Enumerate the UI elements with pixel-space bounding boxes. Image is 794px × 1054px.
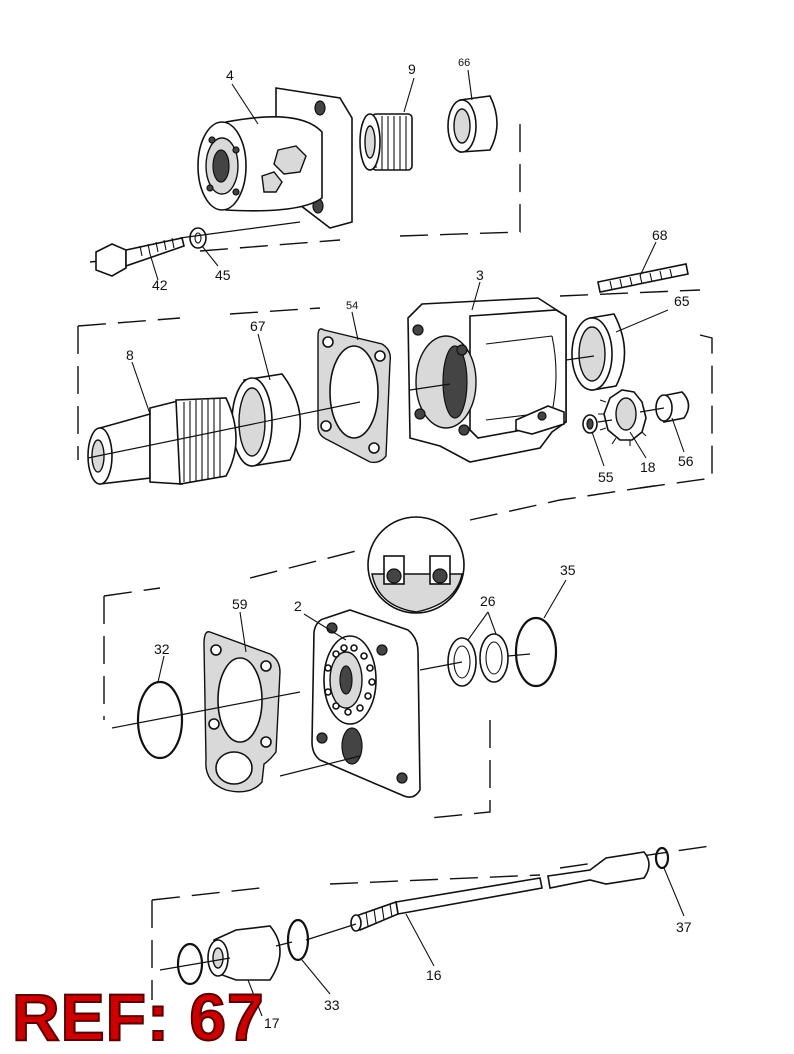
leader-lines — [131, 69, 685, 1017]
part-32-o-ring — [136, 680, 184, 760]
part-9-gear-shaft — [359, 113, 413, 171]
label-part-42: 42 — [152, 277, 168, 293]
part-66-bushing — [447, 95, 498, 153]
part-33-o-ring — [286, 918, 310, 962]
label-part-18: 18 — [640, 459, 656, 475]
label-part-59: 59 — [232, 596, 248, 612]
part-67-bushing — [231, 373, 302, 467]
label-part-35: 35 — [560, 562, 576, 578]
part-4-motor-housing — [197, 87, 353, 229]
part-56-bushing — [655, 391, 690, 423]
label-part-68: 68 — [652, 227, 668, 243]
label-part-4: 4 — [226, 67, 234, 83]
label-part-65: 65 — [674, 293, 690, 309]
label-part-67: 67 — [250, 318, 266, 334]
label-part-37: 37 — [676, 919, 692, 935]
label-part-8: 8 — [126, 347, 134, 363]
label-part-3: 3 — [476, 267, 484, 283]
detail-inset-seals — [367, 516, 465, 614]
label-part-32: 32 — [154, 641, 170, 657]
label-part-54: 54 — [346, 300, 358, 312]
assembly-boundaries — [77, 118, 713, 1000]
part-37-o-ring — [654, 846, 670, 870]
part-17-o-ring — [176, 942, 204, 986]
label-part-56: 56 — [678, 453, 694, 469]
part-8-drive-gear-shaft — [87, 397, 237, 485]
reference-badge: REF: 67 — [11, 980, 265, 1054]
label-part-55: 55 — [598, 469, 614, 485]
label-part-26: 26 — [480, 593, 496, 609]
label-part-45: 45 — [215, 267, 231, 283]
label-part-17: 17 — [264, 1015, 280, 1031]
part-17-coupling — [207, 925, 281, 981]
label-part-33: 33 — [324, 997, 340, 1013]
part-65-bushing — [571, 313, 626, 391]
part-45-washer — [189, 227, 207, 249]
part-54-gasket — [317, 328, 392, 464]
part-18-gear — [598, 389, 647, 446]
label-part-9: 9 — [408, 61, 416, 77]
part-59-gasket — [203, 631, 281, 793]
part-3-gear-housing — [407, 297, 567, 463]
part-labels: 4 9 66 42 45 68 3 65 54 67 8 55 18 56 26… — [126, 57, 694, 1031]
label-part-16: 16 — [426, 967, 442, 983]
part-55-ring — [582, 414, 598, 434]
part-16-drive-shaft — [350, 851, 650, 932]
part-42-bolt — [95, 237, 185, 277]
label-part-66: 66 — [458, 57, 470, 69]
part-26-seal-rings — [447, 633, 509, 687]
part-2-end-plate — [311, 609, 421, 798]
part-68-stud — [597, 263, 689, 293]
label-part-2: 2 — [294, 598, 302, 614]
part-35-o-ring — [514, 616, 558, 688]
